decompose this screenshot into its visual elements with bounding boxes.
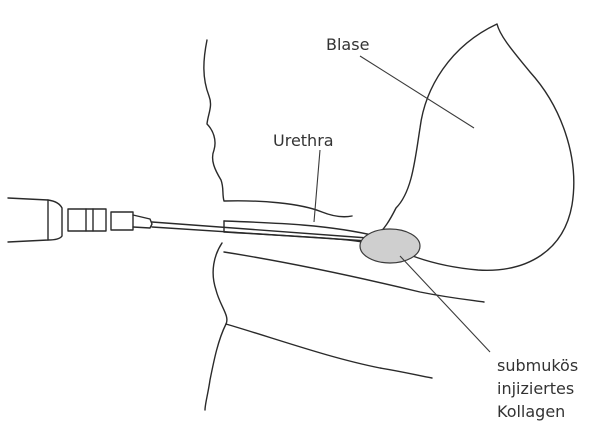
syringe-barrel bbox=[8, 198, 48, 242]
pubic-bone-outline bbox=[204, 40, 352, 217]
collagen-label-line2: injiziertes bbox=[497, 379, 574, 398]
collagen-label-line3: Kollagen bbox=[497, 402, 565, 421]
syringe-hub bbox=[68, 209, 106, 231]
collagen-label-line1: submukös bbox=[497, 356, 578, 375]
syringe-adapter bbox=[111, 212, 133, 230]
collagen-deposit bbox=[360, 229, 420, 263]
syringe-needle bbox=[152, 222, 368, 241]
syringe-hub-detail bbox=[86, 209, 93, 231]
perineal-outline bbox=[205, 243, 227, 410]
urethra-label: Urethra bbox=[273, 131, 334, 150]
anterior-vaginal-wall bbox=[224, 252, 484, 302]
bladder-leader-line bbox=[360, 56, 474, 128]
posterior-vaginal-wall bbox=[226, 324, 432, 378]
syringe-barrel-rim bbox=[48, 200, 62, 240]
bladder-label: Blase bbox=[326, 35, 369, 54]
syringe-needle-base bbox=[133, 215, 152, 228]
